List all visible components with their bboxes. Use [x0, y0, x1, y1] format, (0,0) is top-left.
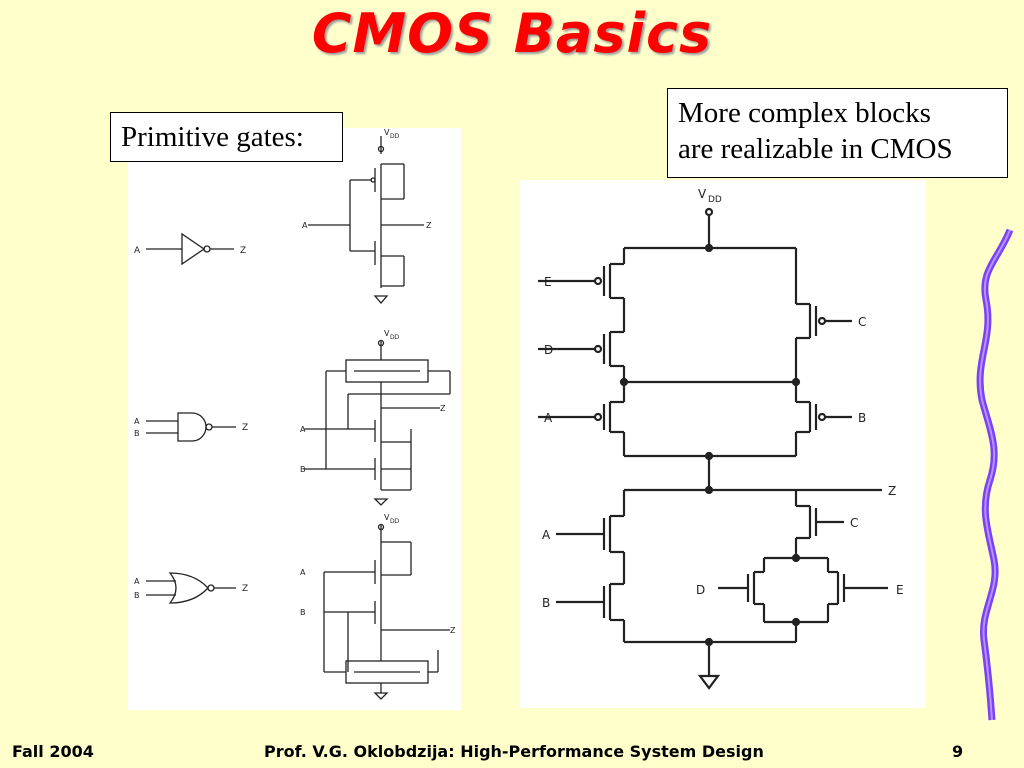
inverter-input-label: A: [134, 246, 141, 256]
vdd-sub-label-complex: DD: [708, 195, 722, 205]
nor-circuit: [323, 523, 450, 700]
nor-circuit-input-b-label: B: [300, 608, 306, 617]
inverter-output-label: Z: [240, 246, 246, 256]
primitive-gates-label: Primitive gates:: [110, 112, 343, 162]
nand-circuit: [304, 339, 451, 506]
vdd-sub-label-3: DD: [390, 518, 400, 525]
input-c-label-top: C: [858, 315, 866, 329]
primitive-gates-panel: A Z V DD A Z: [128, 128, 461, 710]
complex-cmos-diagram: V DD E D C: [538, 187, 904, 690]
ground-symbol: [697, 674, 721, 690]
input-d-label-bottom: D: [696, 583, 705, 597]
nor-circuit-input-a-label: A: [300, 568, 306, 577]
complex-blocks-line-2: are realizable in CMOS: [678, 133, 953, 165]
nor-input-a-label: A: [134, 577, 140, 586]
input-d-label: D: [544, 343, 553, 357]
nand-symbol: [146, 412, 236, 442]
input-b-label-bottom: B: [542, 596, 550, 610]
vdd-label-complex: V: [698, 187, 707, 201]
input-a-label-top: A: [544, 411, 553, 425]
complex-blocks-label: More complex blocks are realizable in CM…: [667, 88, 1008, 178]
inverter-symbol: [146, 232, 234, 266]
vdd-sub-label-1: DD: [390, 133, 400, 140]
input-e-label: E: [544, 275, 552, 289]
vdd-terminal: [704, 207, 714, 217]
footer-course: Prof. V.G. Oklobdzija: High-Performance …: [264, 742, 764, 761]
output-z-label: Z: [888, 484, 896, 498]
inverter-circuit: [308, 136, 424, 304]
footer-page-number: 9: [952, 742, 964, 761]
primitive-gates-diagram: A Z V DD A Z: [134, 128, 456, 700]
vdd-label-3: V: [384, 513, 390, 522]
input-b-label-top: B: [858, 411, 866, 425]
nand-input-a-label: A: [134, 417, 140, 426]
vdd-label-2: V: [384, 329, 390, 338]
decorative-wave: [976, 228, 1014, 721]
nor-symbol: [146, 572, 236, 604]
input-a-label-bottom: A: [542, 528, 551, 542]
footer-date: Fall 2004: [12, 742, 94, 761]
nor-circuit-output-label: Z: [450, 626, 456, 635]
inverter-circuit-input-label: A: [302, 221, 308, 230]
vdd-label-1: V: [384, 128, 390, 137]
input-e-label-bottom: E: [896, 583, 904, 597]
nand-input-b-label: B: [134, 429, 140, 438]
nand-circuit-input-a-label: A: [300, 425, 306, 434]
nand-circuit-input-b-label: B: [300, 465, 306, 474]
complex-blocks-line-1: More complex blocks: [678, 97, 931, 129]
nand-output-label: Z: [242, 423, 248, 433]
primitive-gates-text: Primitive gates:: [121, 121, 304, 153]
vdd-sub-label-2: DD: [390, 334, 400, 341]
input-c-label-bottom: C: [850, 516, 858, 530]
nor-output-label: Z: [242, 584, 248, 594]
slide-title: CMOS Basics: [311, 2, 713, 65]
nor-input-b-label: B: [134, 591, 140, 600]
complex-cmos-panel: V DD E D C: [520, 180, 926, 708]
inverter-circuit-output-label: Z: [426, 221, 432, 230]
nand-circuit-output-label: Z: [440, 404, 446, 413]
